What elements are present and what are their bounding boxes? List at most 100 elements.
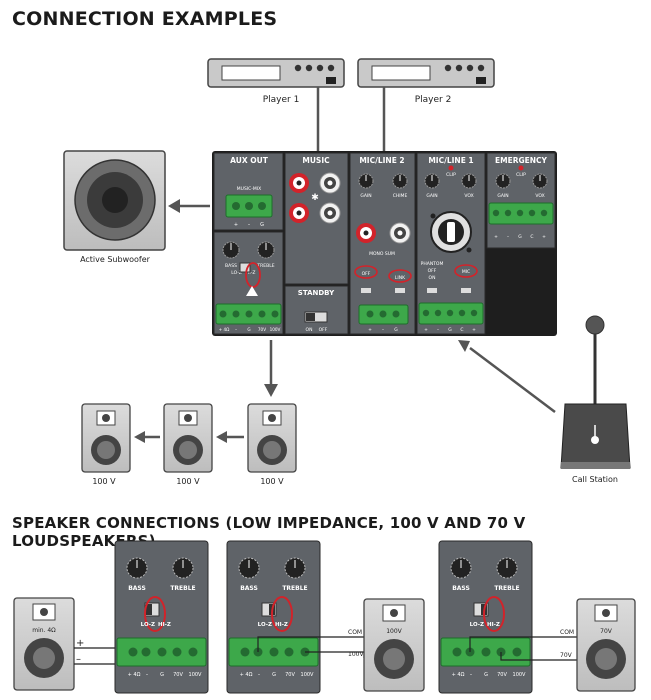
phantom-switch[interactable]: [427, 288, 437, 293]
emg-clip-label: CLIP: [516, 172, 526, 178]
standby-on-label: ON: [306, 327, 313, 333]
mono-sum-label: MONO SUM: [369, 251, 395, 257]
speaker-100v-2: [163, 403, 213, 473]
m2-100v-label: 100V: [348, 651, 364, 658]
player-1-label: Player 1: [263, 95, 300, 105]
m3-bass-label: BASS: [452, 585, 470, 592]
emg-vox-knob[interactable]: [532, 173, 548, 189]
ml1-pin-5: +: [472, 327, 476, 333]
m3-pin-3: G: [484, 672, 488, 678]
active-subwoofer: [63, 150, 166, 251]
phantom-off-label: OFF: [428, 268, 437, 274]
m2-pin-4: 70V: [285, 672, 295, 678]
ml2-pin-plus: +: [368, 327, 372, 333]
m2-pin-2: –: [258, 672, 261, 678]
treble-label: TREBLE: [256, 263, 274, 269]
speaker-module-100v: [226, 540, 321, 694]
ml2-gain-knob[interactable]: [358, 173, 374, 189]
impedance-switch[interactable]: [239, 262, 251, 273]
emg-vox-label: VOX: [535, 193, 544, 199]
chain-arrow-2: [216, 431, 227, 443]
ml2-switch-right[interactable]: [395, 288, 405, 293]
call-station: [560, 315, 631, 469]
spk-pin-4ohm: + 4Ω: [219, 327, 231, 332]
mono-off-label: OFF: [362, 271, 371, 277]
player-2-device: [357, 58, 495, 88]
emg-pin-2: –: [507, 235, 510, 240]
emergency-heading: EMERGENCY: [495, 156, 548, 165]
m3-pin-4: 70V: [497, 672, 507, 678]
m1-pin-4: 70V: [173, 672, 183, 678]
ml1-mic-highlight: [454, 264, 478, 278]
emg-clip-led: [518, 165, 524, 171]
speaker-connections-title: SPEAKER CONNECTIONS (LOW IMPEDANCE, 100 …: [12, 514, 526, 550]
emg-pin-1: +: [494, 234, 498, 240]
aux-pin-minus: –: [248, 222, 251, 228]
spk-pin-70v: 70V: [258, 327, 266, 332]
m2-treble-label: TREBLE: [282, 585, 307, 592]
emg-gain-label: GAIN: [497, 193, 508, 199]
ml2-chime-label: CHIME: [393, 193, 408, 199]
xlr-combo-input: [430, 211, 472, 253]
ml1-gain-knob[interactable]: [424, 173, 440, 189]
ml2-off-highlight: [354, 265, 378, 279]
conn-plus-label: +: [76, 638, 84, 649]
m1-hi-z-label: HI-Z: [158, 622, 171, 628]
bass-label: BASS: [225, 263, 237, 269]
emg-pin-3: G: [518, 234, 522, 240]
ml1-pin-4: C: [460, 327, 463, 333]
m2-bass-label: BASS: [240, 585, 258, 592]
emg-gain-knob[interactable]: [495, 173, 511, 189]
spk-pin-minus: –: [235, 327, 237, 332]
m3-hi-z-label: HI-Z: [487, 622, 500, 628]
speaker-3-label: 100 V: [260, 477, 284, 486]
m2-com-label: COM: [348, 629, 362, 636]
speaker-module-70v: [438, 540, 533, 694]
music-heading: MUSIC: [302, 156, 330, 165]
ml2-switch-left[interactable]: [361, 288, 371, 293]
m2-hi-z-label: HI-Z: [275, 622, 288, 628]
speaker-min4ohm: [13, 597, 75, 691]
m2-pin-1: + 4Ω: [240, 672, 253, 678]
ml1-vox-knob[interactable]: [461, 173, 477, 189]
speaker-min4-label: min. 4Ω: [32, 627, 56, 634]
m1-pin-3: G: [160, 672, 164, 678]
speaker-100v-right: [363, 598, 425, 692]
ml1-pin-3: G: [448, 327, 452, 333]
ml2-chime-knob[interactable]: [392, 173, 408, 189]
aux-pin-ground: G: [260, 222, 264, 228]
m1-pin-5: 100V: [189, 672, 203, 678]
m3-lo-z-label: LO-Z: [470, 622, 484, 628]
treble-knob[interactable]: [257, 241, 275, 259]
ml2-gain-label: GAIN: [360, 193, 371, 199]
m2-pin-5: 100V: [301, 672, 315, 678]
ml1-gain-label: GAIN: [426, 193, 437, 199]
ml2-rca-inputs: [356, 222, 411, 244]
player-2-label: Player 2: [415, 95, 452, 105]
m2-lo-z-label: LO-Z: [258, 622, 272, 628]
phantom-label: PHANTOM: [421, 261, 444, 267]
bass-knob[interactable]: [222, 241, 240, 259]
hi-z-label: HI-Z: [246, 270, 255, 276]
spk-pin-100v: 100V: [270, 327, 281, 332]
emg-pin-4: C: [530, 234, 533, 240]
m3-com-label: COM: [560, 629, 574, 636]
conn-minus-label: –: [76, 654, 81, 665]
call-station-label: Call Station: [572, 475, 618, 484]
ml1-pin-1: +: [424, 327, 428, 333]
chain-arrow-1: [134, 431, 145, 443]
warning-icon: [246, 286, 258, 296]
mono-link-label: LINK: [395, 275, 406, 281]
mic-line-switch[interactable]: [461, 288, 471, 293]
music-rca-inputs: ✱: [289, 172, 341, 224]
standby-switch[interactable]: [304, 311, 328, 323]
ml1-mic-label: MIC: [462, 269, 470, 275]
m3-pin-1: + 4Ω: [452, 672, 465, 678]
ml2-pin-ground: G: [394, 327, 398, 333]
aux-pin-plus: +: [234, 222, 238, 228]
m1-bass-label: BASS: [128, 585, 146, 592]
ml1-vox-label: VOX: [464, 193, 473, 199]
m1-treble-label: TREBLE: [170, 585, 195, 592]
speaker-100v-right-label: 100V: [386, 628, 402, 635]
